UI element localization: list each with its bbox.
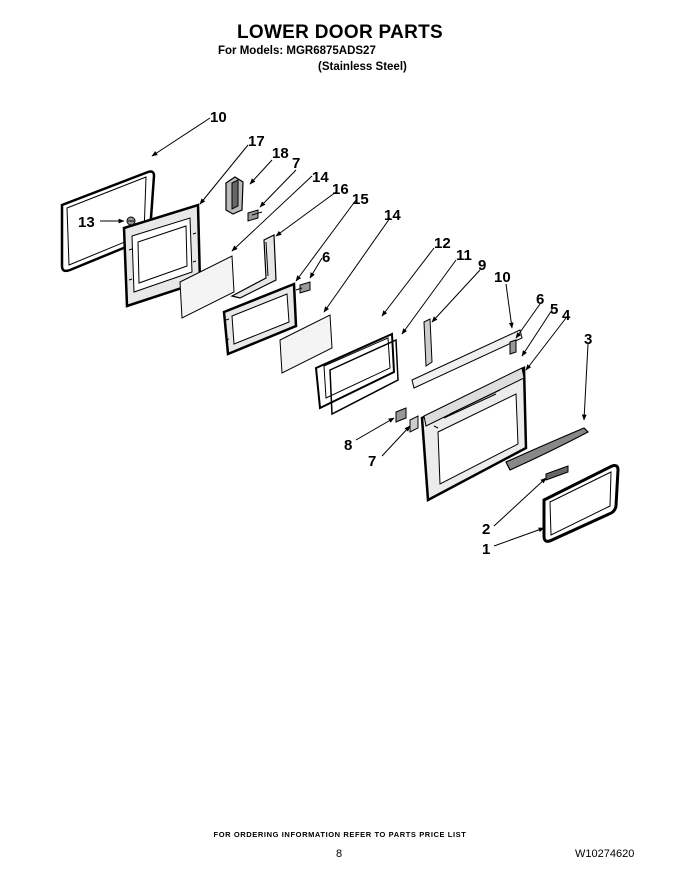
callout-11: 11 [456, 247, 472, 264]
callout-17: 17 [248, 133, 265, 150]
callout-5: 5 [550, 301, 558, 318]
callout-6a: 6 [322, 249, 330, 266]
callout-1: 1 [482, 541, 490, 558]
callout-4: 4 [562, 307, 571, 324]
page-number: 8 [336, 848, 343, 860]
callout-16: 16 [332, 181, 349, 198]
callout-14b: 14 [384, 207, 401, 224]
callout-3: 3 [584, 331, 592, 348]
callout-9: 9 [478, 257, 486, 274]
door-glass-upper-part [179, 255, 235, 319]
outer-door-panel-part [420, 366, 528, 503]
door-spacer-part [230, 234, 277, 299]
ordering-note: FOR ORDERING INFORMATION REFER TO PARTS … [213, 830, 467, 839]
callout-13: 13 [78, 214, 95, 231]
glass-pack-frame-part [222, 282, 298, 356]
callout-7b: 7 [368, 453, 376, 470]
page-title: LOWER DOOR PARTS [236, 22, 444, 43]
top-trim-part [411, 329, 523, 389]
side-trim-part [423, 318, 433, 367]
inner-door-liner-part [122, 203, 202, 308]
screw-middle-part [295, 281, 311, 294]
window-gasket-part [542, 464, 620, 543]
door-glass-lower-part [279, 314, 333, 374]
screw-left-part [126, 216, 136, 226]
leader-lines [100, 117, 589, 547]
callout-6b: 6 [536, 291, 544, 308]
callout-10b: 10 [494, 269, 511, 286]
callout-14a: 14 [312, 169, 329, 186]
hinge-hardware-lower-part [395, 407, 419, 433]
inner-glass-frame-part [314, 332, 399, 416]
callout-10a: 10 [210, 109, 227, 126]
door-handle-part [505, 427, 590, 471]
screw-right-part [509, 339, 517, 355]
document-number: W10274620 [575, 848, 635, 860]
callout-2: 2 [482, 521, 490, 538]
callout-18: 18 [272, 145, 289, 162]
callout-7a: 7 [292, 155, 300, 172]
callout-15: 15 [352, 191, 369, 208]
hinge-bracket-part [225, 176, 244, 215]
badge-part [545, 465, 569, 481]
callout-labels: 10 17 18 7 14 16 15 13 6 14 12 11 9 10 6… [78, 109, 592, 558]
models-line: For Models: MGR6875ADS27 [218, 45, 376, 57]
variant-line: (Stainless Steel) [318, 61, 407, 73]
screw-upper-part [247, 209, 263, 222]
callout-8: 8 [344, 437, 352, 454]
callout-12: 12 [434, 235, 451, 252]
